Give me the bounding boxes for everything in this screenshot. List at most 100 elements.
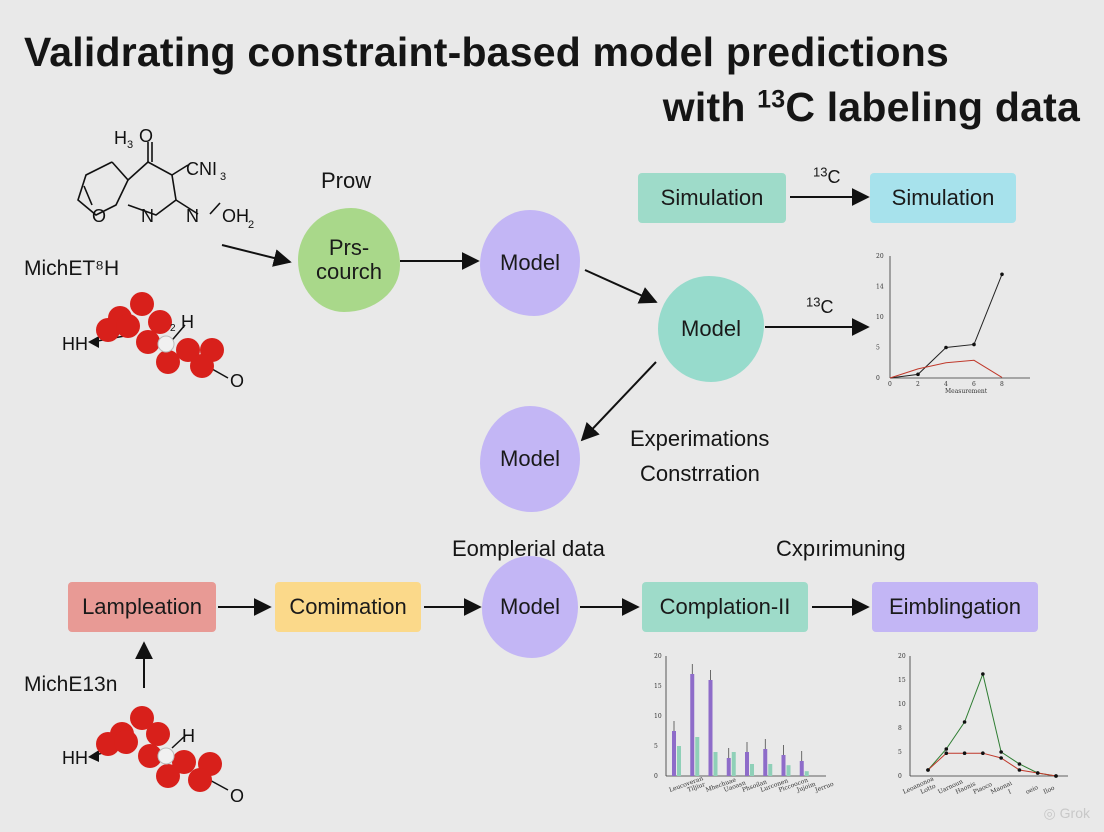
label-prow: Prow bbox=[321, 168, 372, 193]
chart-2-bar bbox=[708, 680, 713, 776]
chart-3-category-label: oeio bbox=[1025, 784, 1040, 796]
atom-hh-top: HH bbox=[62, 334, 88, 354]
chart-2-ytick-label: 20 bbox=[654, 653, 662, 660]
chart-3-category-label: Iloo bbox=[1042, 784, 1056, 795]
atom-n: N bbox=[186, 206, 199, 226]
chart-1-ytick-label: 20 bbox=[876, 253, 884, 260]
atom-n-ring: N bbox=[141, 206, 154, 226]
molecule-top-label: MichET⁸H bbox=[24, 257, 120, 280]
chart-2-bar bbox=[745, 752, 749, 776]
label-13c-top: 13C bbox=[813, 164, 841, 187]
chart-2-bar bbox=[804, 771, 809, 776]
chart-1-ytick-label: 5 bbox=[876, 345, 880, 352]
page-title-line-2: with 13C labeling data bbox=[662, 84, 1080, 130]
atom-cni3: CNI bbox=[186, 159, 217, 179]
chart-2-bar bbox=[750, 764, 754, 776]
chart-1-ytick-label: 14 bbox=[876, 284, 884, 291]
chart-2-bar bbox=[731, 752, 736, 776]
node-simulation-1[interactable]: Simulation bbox=[638, 173, 786, 223]
atom-o-ball-top: O bbox=[230, 371, 244, 391]
chart-3-point bbox=[1017, 762, 1022, 766]
chart-1-point bbox=[972, 342, 976, 347]
node-model-2[interactable]: Model bbox=[658, 276, 764, 382]
chart-3-point bbox=[1035, 771, 1040, 775]
atom-o-bottom: O bbox=[230, 786, 244, 806]
molecule-bottom-label: MichE13n bbox=[24, 673, 118, 696]
node-simulation-2[interactable]: Simulation bbox=[870, 173, 1016, 223]
chart-3-series-1-line bbox=[927, 672, 1057, 777]
chart-3-point bbox=[981, 672, 985, 676]
chart-1-series-2-line bbox=[889, 359, 1003, 379]
svg-text:3: 3 bbox=[127, 139, 133, 151]
atom-h-bottom: H bbox=[182, 726, 195, 746]
chart-2-bar bbox=[768, 764, 773, 776]
label-cxprimuning: Cxpırimuning bbox=[776, 536, 906, 561]
label-constrration: Constrration bbox=[640, 461, 760, 486]
chart-1-xtick-label: 6 bbox=[972, 381, 976, 388]
atom-o-ring: O bbox=[92, 206, 106, 226]
chart-3-point bbox=[944, 751, 949, 755]
chart-2-ytick-label: 10 bbox=[654, 713, 662, 720]
chart-1-point bbox=[944, 345, 948, 350]
chart-3-point bbox=[1054, 774, 1058, 778]
chart-1-point bbox=[1000, 272, 1004, 277]
chart-1-xtick-label: 4 bbox=[944, 381, 948, 388]
chart-3-category-label: I bbox=[1007, 788, 1013, 796]
node-lampleation[interactable]: Lampleation bbox=[68, 582, 216, 632]
page-title-line-1: Validrating constraint-based model predi… bbox=[24, 29, 950, 75]
chart-2-bar bbox=[726, 758, 731, 776]
node-prs-courch[interactable]: Prs-courch bbox=[298, 208, 400, 312]
chart-1-xlabel: Measurement bbox=[945, 388, 988, 395]
svg-text:2: 2 bbox=[170, 323, 176, 334]
chart-1-ytick-label: 0 bbox=[876, 375, 880, 382]
chart-1-xtick-label: 0 bbox=[888, 381, 892, 388]
chart-2-bar bbox=[763, 749, 768, 776]
chart-2-bar bbox=[690, 674, 695, 776]
node-model-4[interactable]: Model bbox=[482, 556, 578, 658]
arrow-model-1-to-model-2 bbox=[584, 269, 658, 304]
chart-2-ytick-label: 15 bbox=[654, 683, 662, 690]
arrow-molecule-to-prs bbox=[221, 244, 292, 267]
node-model-1[interactable]: Model bbox=[480, 210, 580, 316]
chart-3-series-2-line bbox=[927, 752, 1057, 777]
chart-1-point bbox=[916, 372, 920, 377]
node-comimation[interactable]: Comimation bbox=[275, 582, 421, 632]
node-model-3[interactable]: Model bbox=[480, 406, 580, 512]
label-13c-mid: 13C bbox=[806, 294, 834, 317]
node-eimblingation[interactable]: Eimblingation bbox=[872, 582, 1038, 632]
chart-2-ytick-label: 5 bbox=[654, 743, 658, 750]
chart-2-bar bbox=[786, 765, 791, 776]
svg-text:3: 3 bbox=[220, 171, 226, 183]
chart-2-bar bbox=[672, 731, 676, 776]
chart-3-point bbox=[1017, 768, 1022, 772]
atom-hh-bottom: HH bbox=[62, 748, 88, 768]
chart-3-ytick-label: 0 bbox=[898, 773, 902, 780]
watermark-logo: ◎ Grok bbox=[1043, 805, 1090, 821]
chart-1-xtick-label: 2 bbox=[916, 381, 920, 388]
atom-oh2: OH bbox=[222, 206, 249, 226]
chart-2-bar bbox=[695, 737, 700, 776]
svg-text:2: 2 bbox=[248, 219, 254, 231]
chart-1-xtick-label: 8 bbox=[1000, 381, 1004, 388]
chart-3-ytick-label: 15 bbox=[898, 677, 906, 684]
atom-o-top: O bbox=[139, 126, 153, 146]
node-complation-ii[interactable]: Complation-II bbox=[642, 582, 808, 632]
chart-3-point bbox=[962, 720, 967, 724]
chart-3-point bbox=[981, 751, 985, 755]
chart-2-ytick-label: 0 bbox=[654, 773, 658, 780]
label-experimations: Experimations bbox=[630, 426, 770, 451]
chart-3-point bbox=[999, 756, 1003, 760]
chart-3-ytick-label: 5 bbox=[898, 749, 902, 756]
chart-3-point bbox=[944, 747, 949, 751]
chart-1-ytick-label: 10 bbox=[876, 314, 884, 321]
chart-2-bar bbox=[781, 755, 786, 776]
chart-3-point bbox=[999, 750, 1003, 754]
chart-3-point bbox=[926, 768, 930, 772]
